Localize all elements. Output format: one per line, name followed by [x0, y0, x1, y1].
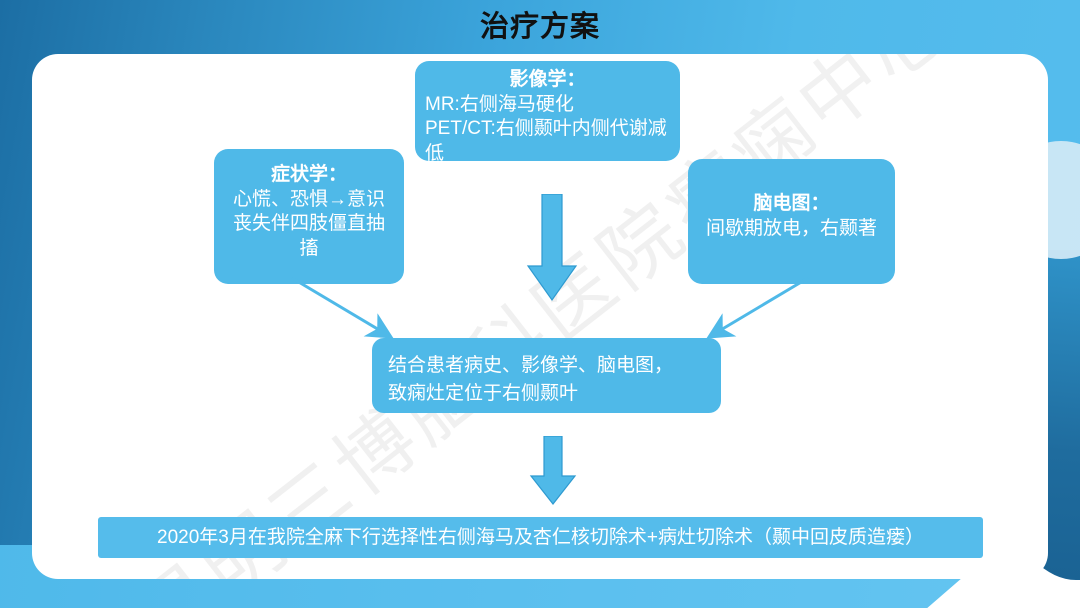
conclusion-line-1: 结合患者病史、影像学、脑电图，: [388, 355, 674, 376]
semiology-body: 心慌、恐惧→意识丧失伴四肢僵直抽搐: [232, 188, 385, 260]
arrow-semiology-to-conclusion: [290, 276, 400, 346]
flow-box-eeg[interactable]: 脑电图： 间歇期放电，右颞著: [688, 159, 895, 284]
eeg-body: 间歇期放电，右颞著: [705, 217, 877, 239]
imaging-header: 影像学：: [509, 69, 586, 90]
diagonal-arrow-down-right-icon: [291, 276, 394, 339]
surgery-text: 2020年3月在我院全麻下行选择性右侧海马及杏仁核切除术+病灶切除术（颞中回皮质…: [157, 527, 924, 548]
slide-title: 治疗方案: [479, 11, 600, 43]
down-arrow-icon: [529, 435, 577, 505]
arrow-eeg-to-conclusion: [700, 276, 810, 346]
arrow-imaging-to-conclusion: [526, 193, 578, 306]
conclusion-line-2: 致痫灶定位于右侧颞叶: [388, 382, 579, 404]
flow-box-semiology[interactable]: 症状学： 心慌、恐惧→意识丧失伴四肢僵直抽搐: [214, 149, 404, 284]
down-arrow-icon: [526, 193, 578, 302]
flow-box-imaging[interactable]: 影像学： MR:右侧海马硬化 PET/CT:右侧颞叶内侧代谢减低: [415, 61, 680, 164]
flow-box-conclusion[interactable]: 结合患者病史、影像学、脑电图， 致痫灶定位于右侧颞叶: [372, 338, 721, 413]
semiology-header: 症状学：: [270, 164, 347, 185]
imaging-line-2: PET/CT:右侧颞叶内侧代谢减低: [425, 118, 667, 165]
flow-bar-surgery[interactable]: 2020年3月在我院全麻下行选择性右侧海马及杏仁核切除术+病灶切除术（颞中回皮质…: [98, 517, 983, 558]
eeg-header: 脑电图：: [753, 193, 830, 214]
imaging-line-1: MR:右侧海马硬化: [425, 93, 574, 115]
content-card: 昆明三博脑科医院癫痫中心 影像学： MR:右侧海马硬化 PET/CT:右侧颞叶内…: [32, 54, 1048, 579]
arrow-conclusion-to-surgery: [529, 435, 577, 508]
diagonal-arrow-down-left-icon: [706, 276, 809, 339]
